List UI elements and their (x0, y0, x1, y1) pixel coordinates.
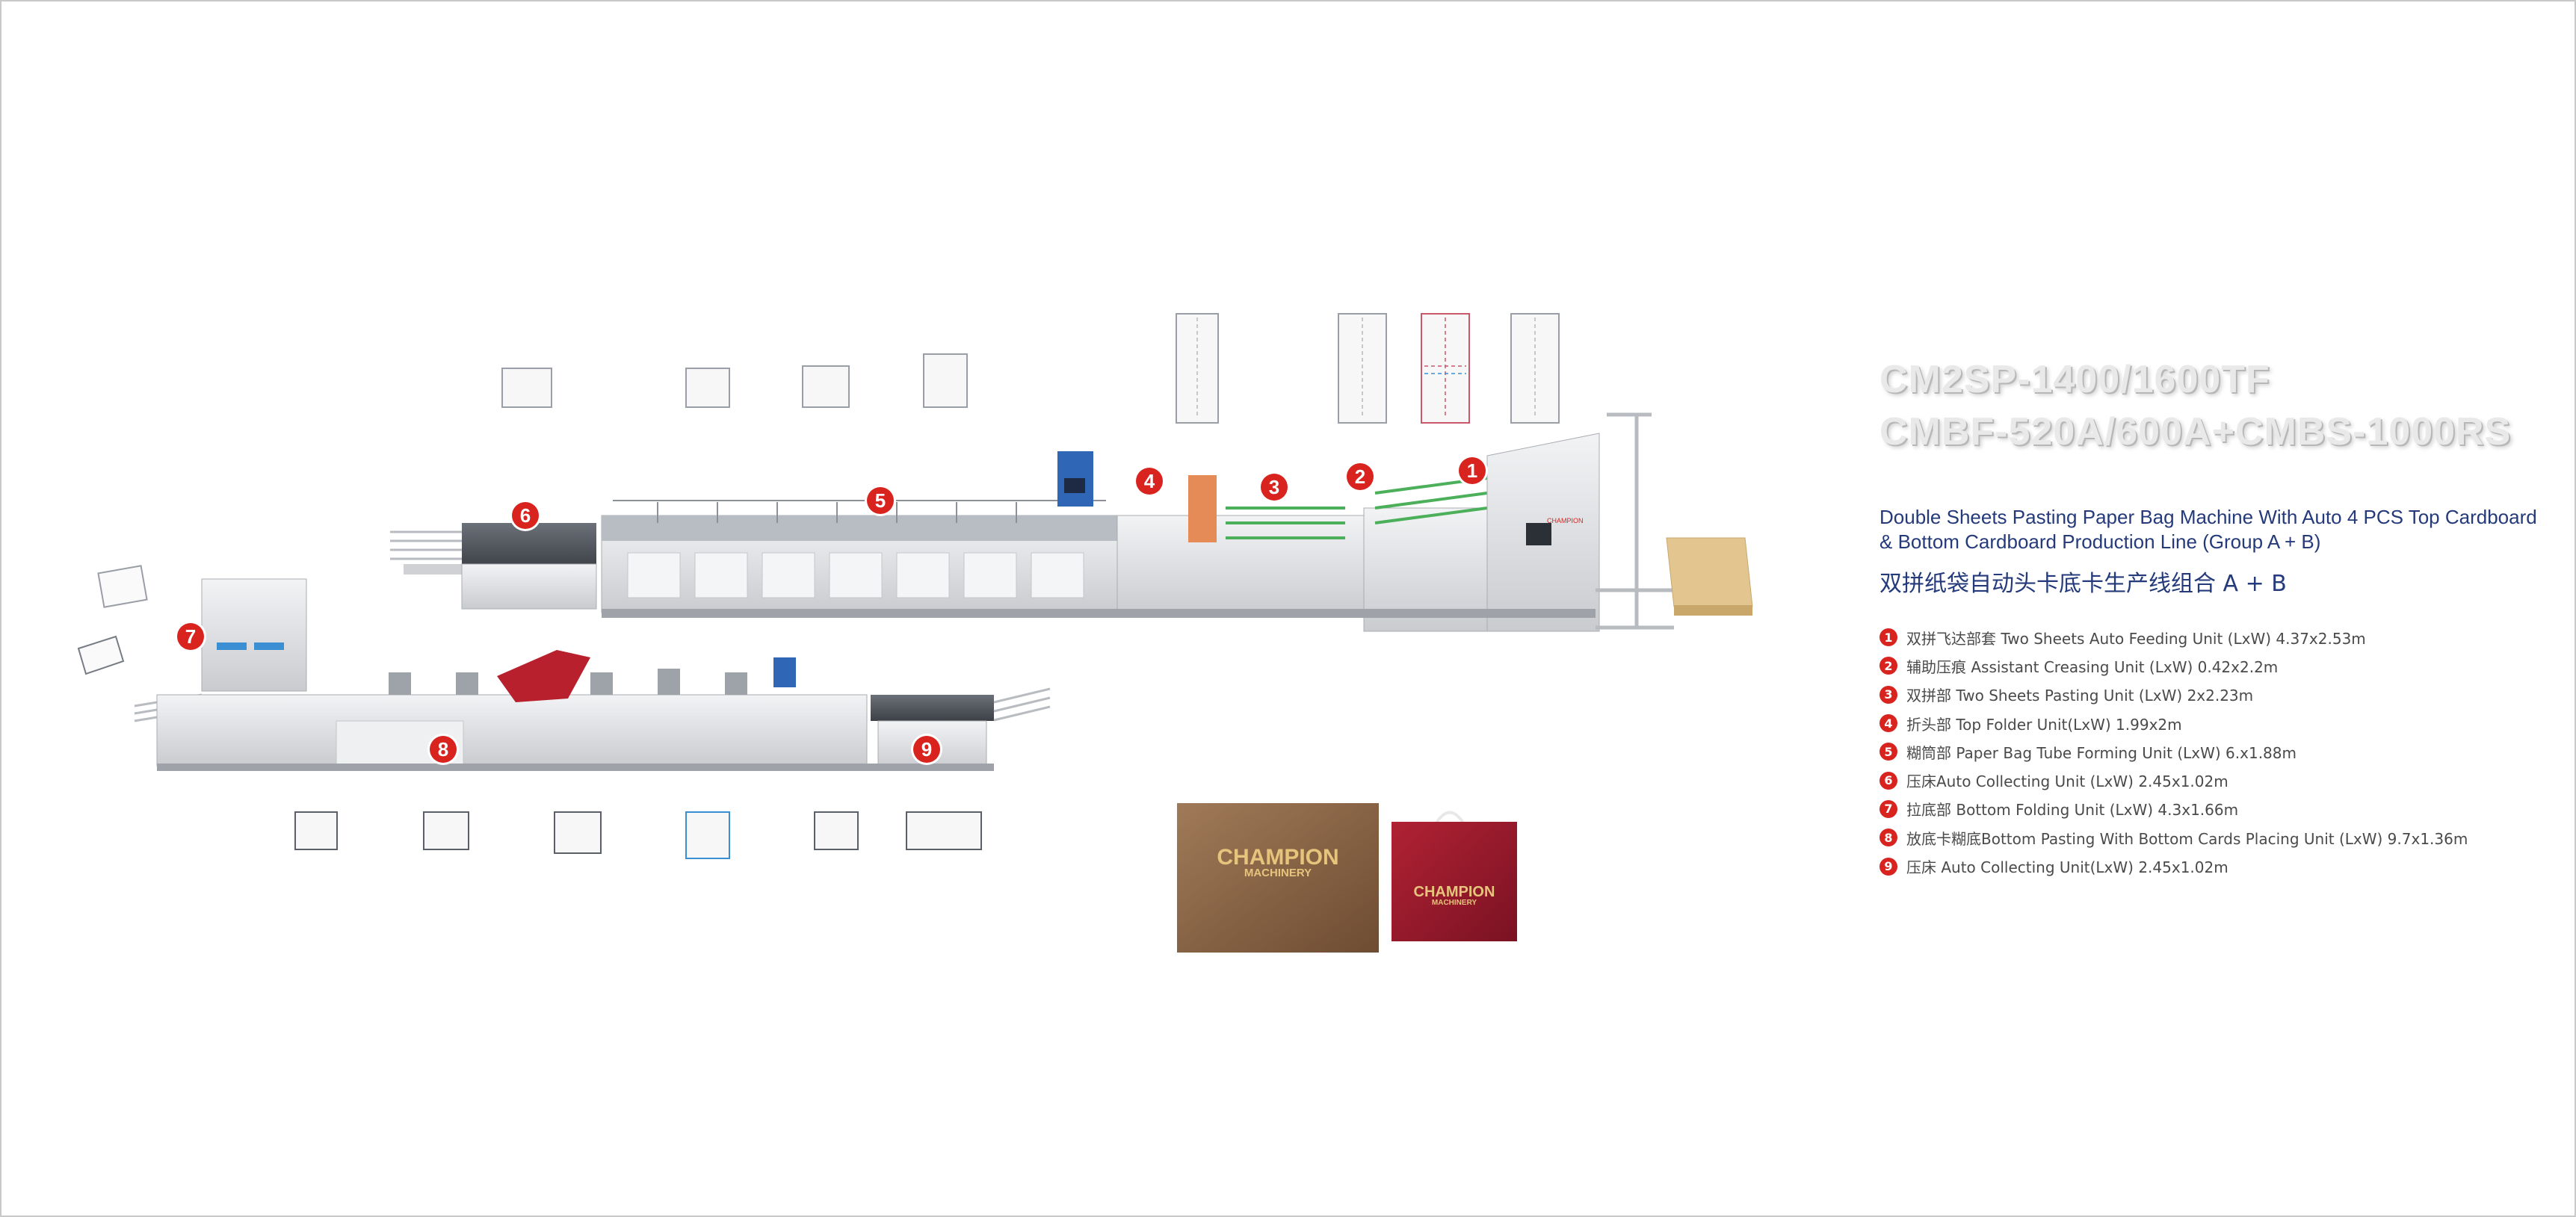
unit-description: 辅助压痕 Assistant Creasing Unit (LxW) 0.42x… (1906, 657, 2279, 676)
unit-list-item: 1 双拼飞达部套 Two Sheets Auto Feeding Unit (L… (1880, 623, 2552, 651)
unit-number-badge: 3 (1880, 685, 1897, 704)
production-line-illustration: CHAMPION (77, 313, 1753, 953)
unit-badge-5: 5 (867, 487, 894, 514)
bag2-logo-line2: MACHINERY (1432, 899, 1477, 907)
unit-number-badge: 6 (1880, 771, 1897, 790)
unit-number-badge: 9 (1880, 857, 1897, 876)
model-title-line-1: CM2SP-1400/1600TF (1880, 358, 2270, 401)
unit-badge-2: 2 (1347, 463, 1374, 490)
unit-number-badge: 4 (1880, 714, 1897, 733)
unit-description: 拉底部 Bottom Folding Unit (LxW) 4.3x1.66m (1906, 801, 2239, 820)
bag-logo-line2: MACHINERY (1244, 867, 1312, 879)
product-subtitle-cn: 双拼纸袋自动头卡底卡生产线组合 A + B (1880, 571, 2287, 597)
unit-description: 压床Auto Collecting Unit (LxW) 2.45x1.02m (1906, 772, 2228, 791)
sample-bags: CHAMPION MACHINERY CHAMPION MACHINERY (1177, 803, 1517, 953)
unit-badge-4: 4 (1136, 468, 1163, 495)
unit-description: 双拼部 Two Sheets Pasting Unit (LxW) 2x2.23… (1906, 687, 2254, 705)
sheet-samples-bottom (294, 811, 982, 859)
unit-number-badge: 7 (1880, 799, 1897, 818)
unit-list: 1 双拼飞达部套 Two Sheets Auto Feeding Unit (L… (1880, 623, 2552, 881)
bag-logo-line1: CHAMPION (1217, 845, 1338, 870)
unit-description: 折头部 Top Folder Unit(LxW) 1.99x2m (1906, 715, 2182, 734)
unit-list-item: 2 辅助压痕 Assistant Creasing Unit (LxW) 0.4… (1880, 651, 2552, 680)
unit-description: 双拼飞达部套 Two Sheets Auto Feeding Unit (LxW… (1906, 629, 2366, 648)
bag2-logo-line1: CHAMPION (1414, 884, 1495, 900)
unit-list-item: 5 糊筒部 Paper Bag Tube Forming Unit (LxW) … (1880, 737, 2552, 766)
unit-badge-6: 6 (512, 502, 539, 529)
unit-description: 放底卡糊底Bottom Pasting With Bottom Cards Pl… (1906, 829, 2468, 848)
unit-list-item: 8 放底卡糊底Bottom Pasting With Bottom Cards … (1880, 823, 2552, 852)
unit-badge-1: 1 (1459, 457, 1486, 484)
unit-badge-8: 8 (430, 736, 457, 763)
unit-badge-3: 3 (1261, 474, 1288, 501)
unit-number-badge: 8 (1880, 829, 1897, 847)
unit-list-item: 7 拉底部 Bottom Folding Unit (LxW) 4.3x1.66… (1880, 795, 2552, 823)
product-subtitle-en: Double Sheets Pasting Paper Bag Machine … (1880, 506, 2537, 553)
upper-line-machines: CHAMPION (390, 412, 1753, 632)
machine-brand-label: CHAMPION (1547, 517, 1584, 524)
unit-number-badge: 2 (1880, 657, 1897, 675)
unit-badge-9: 9 (913, 736, 940, 763)
unit-badge-7: 7 (177, 623, 204, 650)
unit-number-badge: 5 (1880, 743, 1897, 761)
model-title-line-2: CMBF-520A/600A+CMBS-1000RS (1880, 410, 2512, 453)
unit-list-item: 6 压床Auto Collecting Unit (LxW) 2.45x1.02… (1880, 766, 2552, 794)
unit-list-item: 9 压床 Auto Collecting Unit(LxW) 2.45x1.02… (1880, 852, 2552, 880)
unit-description: 糊筒部 Paper Bag Tube Forming Unit (LxW) 6.… (1906, 743, 2297, 762)
unit-number-badge: 1 (1880, 628, 1897, 647)
unit-list-item: 3 双拼部 Two Sheets Pasting Unit (LxW) 2x2.… (1880, 681, 2552, 709)
unit-description: 压床 Auto Collecting Unit(LxW) 2.45x1.02m (1906, 858, 2228, 877)
sheet-samples-top (501, 313, 1560, 424)
unit-list-item: 4 折头部 Top Folder Unit(LxW) 1.99x2m (1880, 709, 2552, 737)
lower-line-machines (77, 565, 1051, 771)
